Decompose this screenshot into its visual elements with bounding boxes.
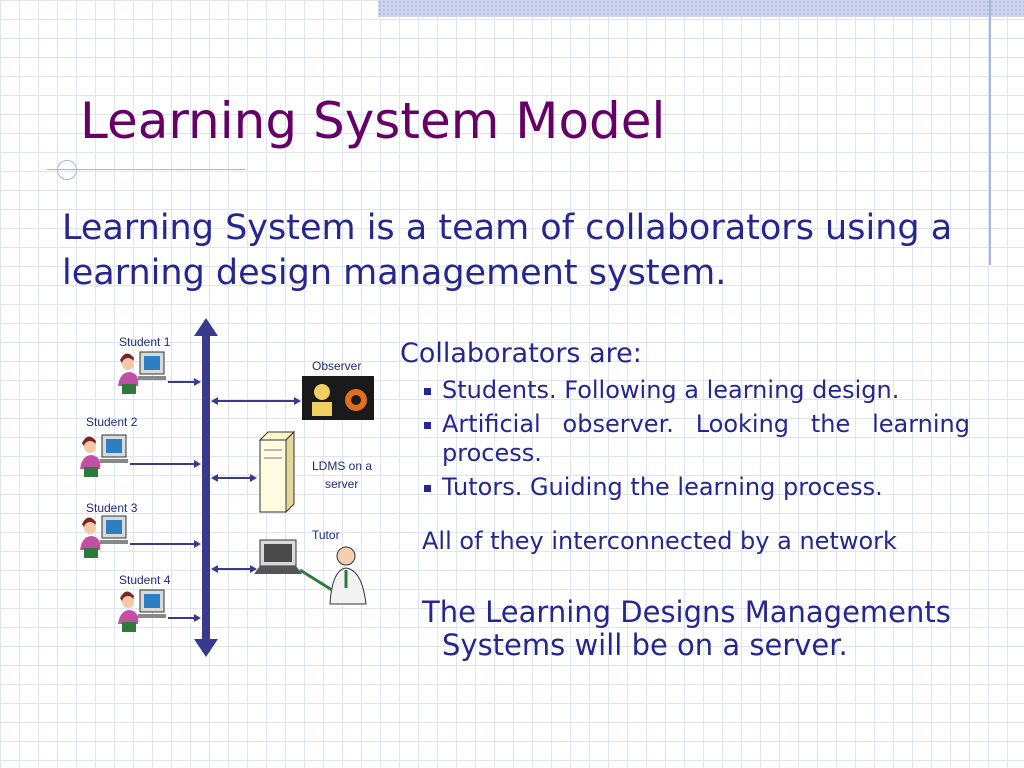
vertical-accent-rule <box>989 0 991 265</box>
observer-label: Observer <box>312 359 361 373</box>
tutor-label: Tutor <box>312 528 340 542</box>
student-2-icon <box>80 434 128 477</box>
list-item: Students. Following a learning design. <box>422 376 970 405</box>
student-4-icon <box>118 589 166 632</box>
server-icon <box>258 430 296 514</box>
collaborators-section: Collaborators are: Students. Following a… <box>400 336 970 662</box>
accent-ring <box>57 160 77 180</box>
collaborators-heading: Collaborators are: <box>400 338 642 369</box>
student-1-label: Student 1 <box>119 335 171 349</box>
slide-subtitle: Learning System is a team of collaborato… <box>62 208 953 293</box>
observer-icon <box>302 376 374 420</box>
bullet-square-icon <box>424 485 431 492</box>
bullet-square-icon <box>424 388 431 395</box>
collaborators-list: Students. Following a learning design. A… <box>422 376 970 502</box>
student-4-label: Student 4 <box>119 573 171 587</box>
network-note: All of they interconnected by a network <box>422 527 897 555</box>
ldms-label-line2: server <box>325 477 358 491</box>
bullet-text: Artificial observer. Looking the learnin… <box>442 410 970 467</box>
student-2-label: Student 2 <box>86 415 138 429</box>
student-1-icon <box>118 351 166 394</box>
bullet-text: Tutors. Guiding the learning process. <box>442 473 883 501</box>
bullet-square-icon <box>424 422 431 429</box>
student-3-label: Student 3 <box>86 501 138 515</box>
header-decoration-band <box>378 0 1024 17</box>
network-diagram: Student 1 Student 2 Student 3 Student 4 … <box>80 318 374 657</box>
bullet-text: Students. Following a learning design. <box>442 376 900 404</box>
tutor-icon <box>254 539 367 605</box>
student-3-icon <box>80 515 128 558</box>
horizontal-accent-rule <box>47 169 245 170</box>
list-item: Tutors. Guiding the learning process. <box>422 473 970 502</box>
slide-title: Learning System Model <box>80 92 666 150</box>
server-note: The Learning Designs Managements Systems… <box>422 595 951 662</box>
list-item: Artificial observer. Looking the learnin… <box>422 410 970 468</box>
ldms-label-line1: LDMS on a <box>312 459 372 473</box>
network-bus <box>194 318 218 657</box>
network-connections <box>130 378 301 622</box>
